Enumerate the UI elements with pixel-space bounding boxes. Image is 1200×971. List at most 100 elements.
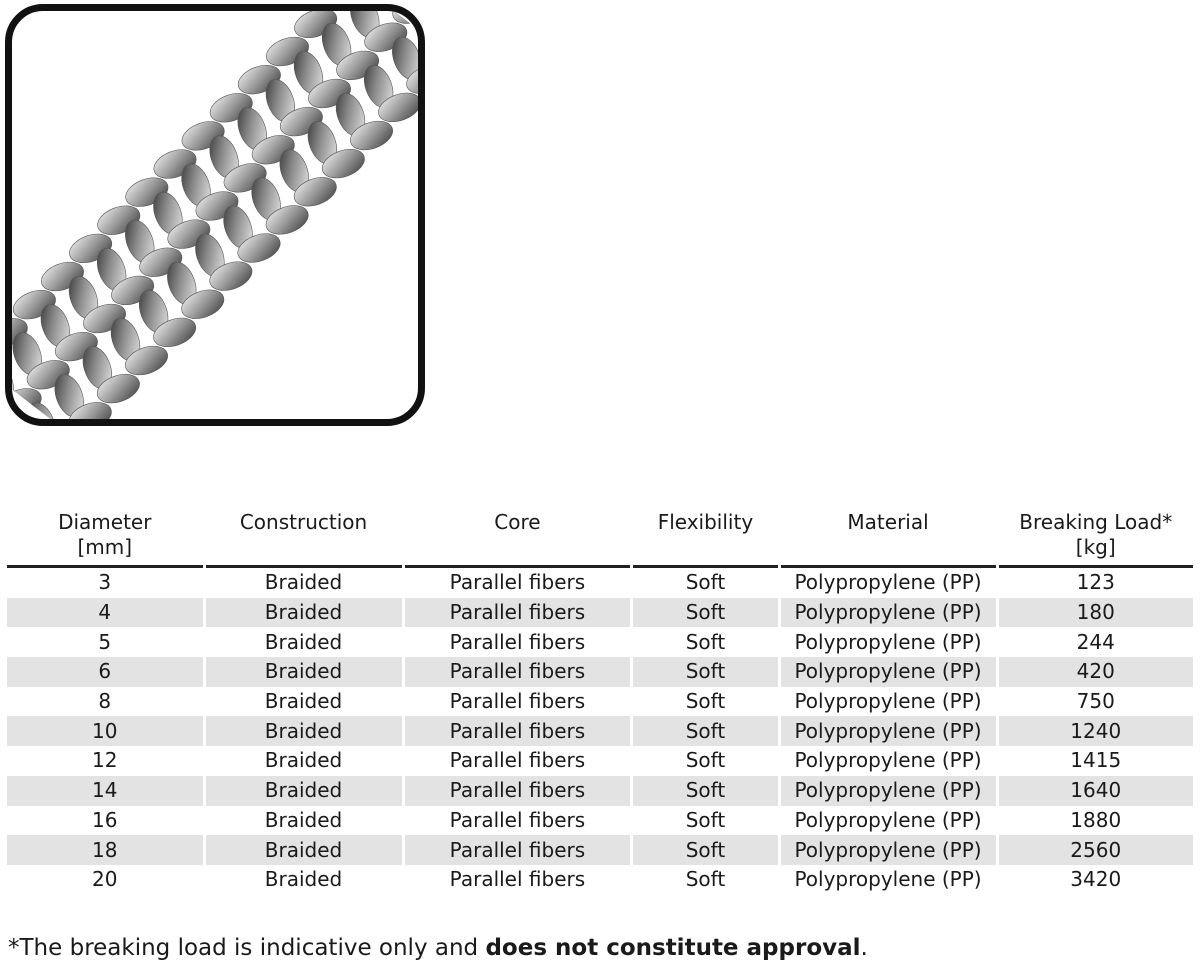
rope-strand (209, 261, 253, 291)
footnote-emphasis: does not constitute approval (485, 935, 861, 961)
table-header: Diameter [mm] Construction Core Flexibil… (7, 508, 1193, 568)
braided-rope-icon (12, 11, 418, 419)
cell-breaking-load: 1240 (998, 716, 1193, 747)
header-row: Diameter [mm] Construction Core Flexibil… (7, 508, 1193, 568)
specification-table: Diameter [mm] Construction Core Flexibil… (4, 508, 1196, 895)
cell-diameter: 10 (7, 716, 203, 747)
cell-flexibility: Soft (685, 867, 726, 892)
rope-strand (350, 120, 393, 151)
rope-strand (96, 373, 140, 404)
cell-flexibility: Soft (685, 807, 726, 832)
cell-flexibility: Soft (685, 689, 726, 714)
cell-construction: Braided (264, 689, 343, 714)
cell-flexibility: Soft (633, 775, 778, 806)
cell-material: Polypropylene (PP) (780, 716, 996, 747)
rope-strand (237, 233, 281, 263)
header-label: Core (494, 510, 541, 534)
cell-material: Polypropylene (PP) (794, 689, 982, 714)
cell-core: Parallel fibers (449, 689, 586, 714)
cell-material: Polypropylene (PP) (780, 835, 996, 865)
cell-flexibility: Soft (685, 748, 726, 773)
cell-breaking-load: 1640 (998, 775, 1193, 806)
header-label: Construction (239, 510, 368, 534)
table-row: 16 Braided Parallel fibers Soft Polypropylen… (7, 806, 1193, 836)
rope-strand (12, 416, 14, 419)
cell-core: Parallel fibers (404, 835, 631, 865)
rope-strands (12, 11, 418, 419)
cell-material: Polypropylene (PP) (780, 657, 996, 687)
cell-flexibility: Soft (633, 716, 778, 747)
cell-diameter: 5 (98, 629, 112, 654)
cell-construction: Braided (205, 716, 402, 747)
cell-diameter: 14 (7, 775, 203, 806)
cell-flexibility: Soft (633, 657, 778, 687)
header-core: Core (404, 508, 631, 568)
cell-diameter: 6 (7, 657, 203, 687)
cell-breaking-load: 180 (998, 597, 1193, 628)
header-label: Flexibility (657, 510, 754, 534)
cell-construction: Braided (205, 597, 402, 628)
cell-flexibility: Soft (633, 835, 778, 865)
cell-diameter: 4 (7, 597, 203, 628)
cell-material: Polypropylene (PP) (780, 597, 996, 628)
cell-flexibility: Soft (685, 570, 726, 595)
rope-image-frame (5, 4, 425, 426)
rope-strand (321, 148, 365, 179)
cell-diameter: 12 (92, 748, 118, 773)
cell-diameter: 16 (92, 807, 118, 832)
cell-core: Parallel fibers (449, 867, 586, 892)
header-material: Material (780, 508, 996, 568)
cell-breaking-load: 244 (1076, 629, 1115, 654)
cell-flexibility: Soft (633, 597, 778, 628)
footnote: *The breaking load is indicative only an… (8, 935, 868, 961)
cell-breaking-load: 3420 (1070, 867, 1122, 892)
rope-strand (378, 92, 418, 123)
cell-flexibility: Soft (685, 629, 726, 654)
rope-strand (26, 402, 56, 419)
cell-breaking-load: 2560 (998, 835, 1193, 865)
cell-core: Parallel fibers (449, 807, 586, 832)
cell-breaking-load: 1880 (1070, 807, 1122, 832)
cell-core: Parallel fibers (449, 748, 586, 773)
cell-construction: Braided (264, 748, 343, 773)
header-label: Diameter (58, 510, 152, 534)
rope-strand (293, 177, 337, 207)
rope-strand (181, 289, 225, 319)
cell-construction: Braided (264, 867, 343, 892)
rope-strand (125, 345, 168, 376)
cell-construction: Braided (205, 835, 402, 865)
cell-construction: Braided (205, 657, 402, 687)
cell-diameter: 20 (92, 867, 118, 892)
header-unit: [mm] (77, 535, 133, 559)
cell-diameter: 3 (98, 570, 112, 595)
rope-strand (406, 64, 418, 94)
cell-breaking-load: 123 (1076, 570, 1115, 595)
cell-core: Parallel fibers (404, 775, 631, 806)
cell-core: Parallel fibers (404, 657, 631, 687)
header-flexibility: Flexibility (633, 508, 778, 568)
cell-construction: Braided (264, 570, 343, 595)
cell-breaking-load: 420 (998, 657, 1193, 687)
cell-material: Polypropylene (PP) (794, 629, 982, 654)
rope-strand (68, 402, 112, 419)
cell-diameter: 8 (98, 689, 112, 714)
cell-material: Polypropylene (PP) (794, 807, 982, 832)
footnote-end: . (860, 935, 868, 961)
cell-core: Parallel fibers (449, 570, 586, 595)
cell-diameter: 18 (7, 835, 203, 865)
header-breaking-load: Breaking Load* [kg] (998, 508, 1193, 568)
cell-breaking-load: 750 (1076, 689, 1115, 714)
rope-strand (265, 205, 309, 235)
cell-core: Parallel fibers (449, 629, 586, 654)
cell-construction: Braided (264, 807, 343, 832)
header-label: Breaking Load* (1019, 510, 1173, 534)
